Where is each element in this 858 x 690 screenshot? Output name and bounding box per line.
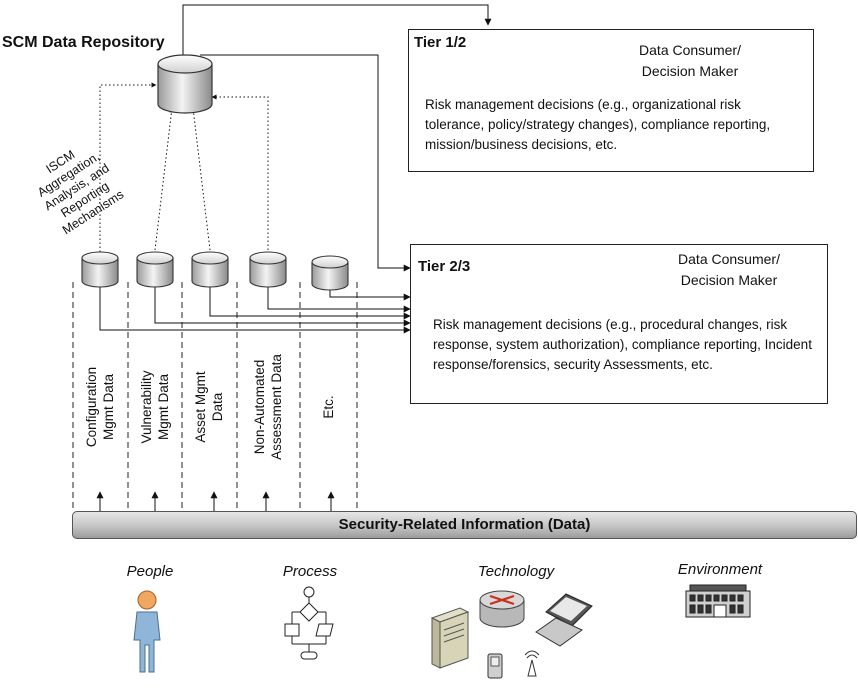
asset-mgmt-database-icon (191, 251, 229, 288)
column-label-configuration: Configuration Mgmt Data (77, 317, 123, 497)
consumer-line: Data Consumer/ (678, 251, 780, 267)
wireless-icon (524, 650, 540, 677)
aggregation-arrows (99, 82, 269, 252)
etc-database-icon (311, 255, 349, 291)
column-label-line: Data (210, 392, 225, 422)
mobile-phone-icon (487, 653, 503, 679)
consumer-line: Data Consumer/ (639, 42, 741, 58)
tier12-title: Tier 1/2 (414, 34, 467, 51)
repo-to-tier12-connector (182, 4, 492, 55)
config-mgmt-database-icon (81, 251, 119, 288)
security-information-bar (72, 511, 857, 539)
column-dividers (72, 282, 358, 511)
column-label-line: Mgmt Data (156, 373, 171, 441)
consumer-line: Decision Maker (680, 272, 778, 288)
column-label-line: Vulnerability (139, 370, 154, 444)
consumer-line: Decision Maker (641, 63, 739, 79)
column-label-line: Asset Mgmt (193, 371, 208, 443)
repo-to-tier23-connector (200, 54, 411, 272)
info-bar-arrows (96, 491, 335, 511)
tier12-consumer-label: Data Consumer/ Decision Maker (635, 40, 745, 82)
security-information-label: Security-Related Information (Data) (338, 516, 591, 533)
vuln-mgmt-database-icon (136, 251, 174, 288)
tier23-box (410, 244, 828, 404)
column-label-asset: Asset Mgmt Data (186, 317, 232, 497)
category-environment: Environment (677, 561, 763, 578)
data-store-database-icons (81, 251, 349, 291)
laptop-icon (535, 593, 593, 647)
column-label-line: Assessment Data (269, 354, 284, 460)
category-people: People (126, 563, 174, 580)
column-label-non-automated: Non-Automated Assessment Data (245, 317, 291, 497)
category-process: Process (282, 563, 338, 580)
tier12-box (408, 29, 814, 172)
router-icon (479, 590, 525, 628)
tier23-description: Risk management decisions (e.g., procedu… (433, 317, 812, 372)
flowchart-icon (284, 586, 334, 660)
column-label-line: Non-Automated (252, 359, 267, 455)
repository-title: SCM Data Repository (2, 34, 165, 51)
tier12-description: Risk management decisions (e.g., organiz… (425, 97, 771, 152)
scm-repository-database-icon (157, 54, 213, 114)
column-label-etc: Etc. (305, 317, 351, 497)
data-to-tier23-connectors (99, 287, 411, 334)
column-label-vulnerability: Vulnerability Mgmt Data (132, 317, 178, 497)
server-icon (430, 607, 470, 669)
column-label-line: Etc. (320, 395, 336, 419)
category-technology: Technology (477, 563, 555, 580)
column-label-line: Configuration (84, 366, 99, 448)
tier23-title: Tier 2/3 (418, 258, 471, 275)
non-automated-database-icon (249, 251, 287, 288)
person-icon (133, 590, 161, 673)
building-icon (685, 584, 751, 618)
tier23-consumer-label: Data Consumer/ Decision Maker (670, 249, 788, 291)
column-label-line: Mgmt Data (101, 373, 116, 441)
